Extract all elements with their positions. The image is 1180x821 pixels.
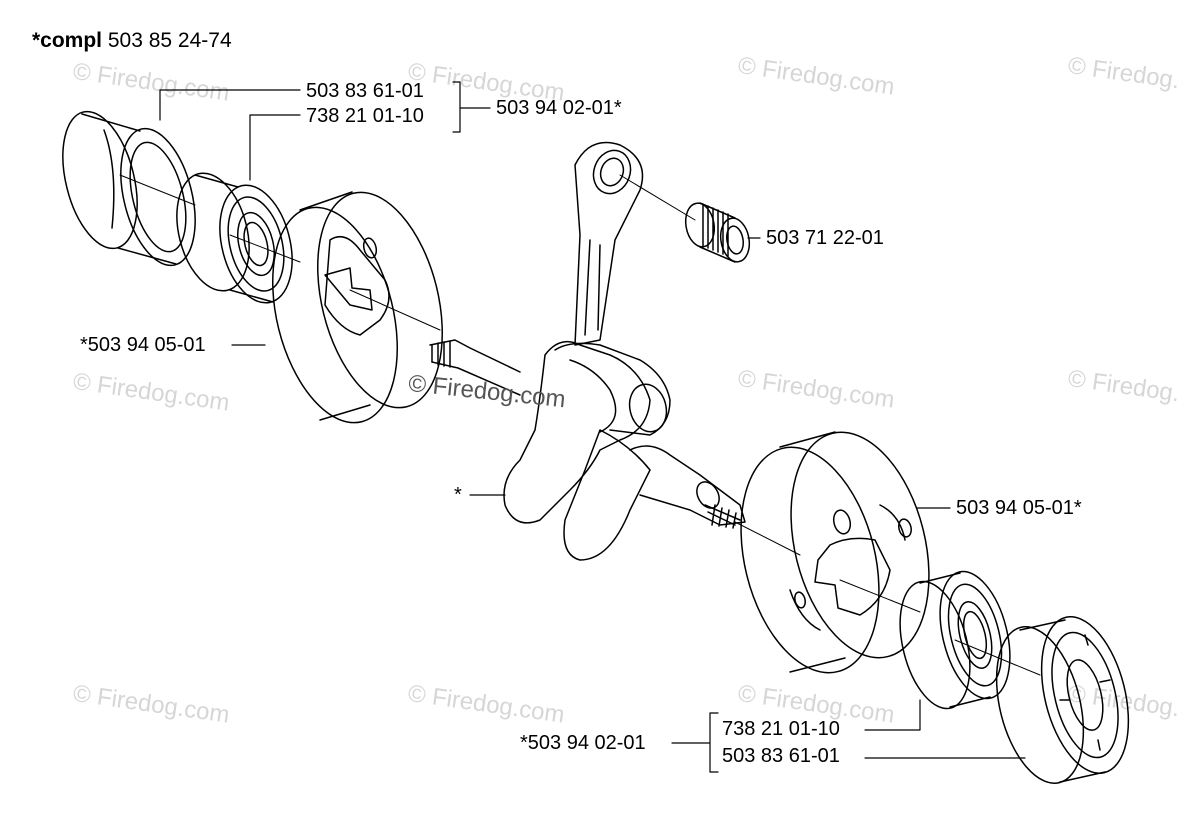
leader-lines	[159, 81, 1026, 773]
left-crank-half	[271, 191, 444, 424]
label-crank-half-right: 503 94 05-01*	[956, 497, 1082, 519]
label-bearing-inner-left: 738 21 01-10	[306, 105, 424, 127]
label-kit-left: 503 94 02-01*	[496, 97, 622, 119]
label-kit-right: *503 94 02-01	[520, 732, 646, 754]
assembly-prefix: *compl	[32, 29, 103, 52]
left-outer-bearing	[62, 110, 196, 267]
right-outer-bearing	[995, 616, 1130, 784]
needle-bearing	[619, 174, 751, 263]
left-ball-bearing	[176, 172, 301, 304]
label-bearing-outer-left: 503 83 61-01	[306, 80, 424, 102]
label-crankshaft: *	[454, 484, 462, 506]
crankshaft	[429, 141, 801, 561]
label-bearing-inner-right: 738 21 01-10	[722, 718, 840, 740]
label-needle-bearing: 503 71 22-01	[766, 227, 884, 249]
right-crank-half	[740, 431, 930, 674]
assembly-number: 503 85 24-74	[107, 29, 232, 52]
assembly-title: *compl 503 85 24-74	[32, 30, 232, 52]
label-bearing-outer-right: 503 83 61-01	[722, 745, 840, 767]
right-ball-bearing	[899, 570, 1041, 710]
label-crank-half-left: *503 94 05-01	[80, 334, 206, 356]
